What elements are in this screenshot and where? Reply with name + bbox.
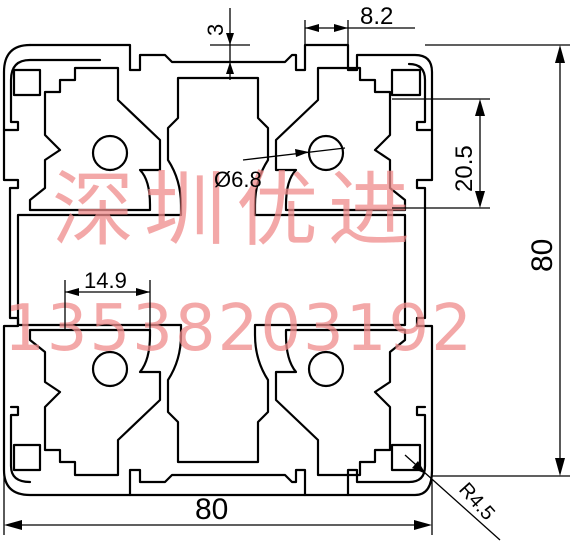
hole-top-right: [307, 134, 345, 172]
hole-bottom-right: [307, 350, 345, 388]
hole-top-left: [91, 134, 129, 172]
label-overall-width: 80: [195, 493, 228, 526]
dimension-slot-width: 8.2: [304, 3, 415, 50]
profile-outline: [2, 43, 434, 497]
mounting-holes: [91, 134, 345, 388]
dimension-core-width: 14.9: [64, 268, 151, 330]
dimension-hole-diameter: Ø6.8: [214, 147, 346, 192]
dimension-slot-pitch: 20.5: [392, 98, 490, 209]
dimension-overall-height: 80: [425, 44, 570, 477]
label-slot-pitch: 20.5: [451, 145, 478, 192]
label-hole-diameter: Ø6.8: [214, 167, 262, 192]
label-overall-height: 80: [526, 239, 559, 272]
hole-bottom-left: [91, 350, 129, 388]
dimension-overall-width: 80: [3, 470, 433, 535]
label-core-width: 14.9: [84, 268, 127, 293]
label-corner-radius: R4.5: [454, 479, 499, 525]
watermark-phone: 13538203192: [4, 292, 474, 366]
dimension-wall-thickness: 3: [203, 8, 265, 80]
watermark-company: 深圳优进: [52, 163, 420, 258]
label-slot-width: 8.2: [360, 3, 393, 30]
label-wall-thickness: 3: [203, 24, 228, 36]
